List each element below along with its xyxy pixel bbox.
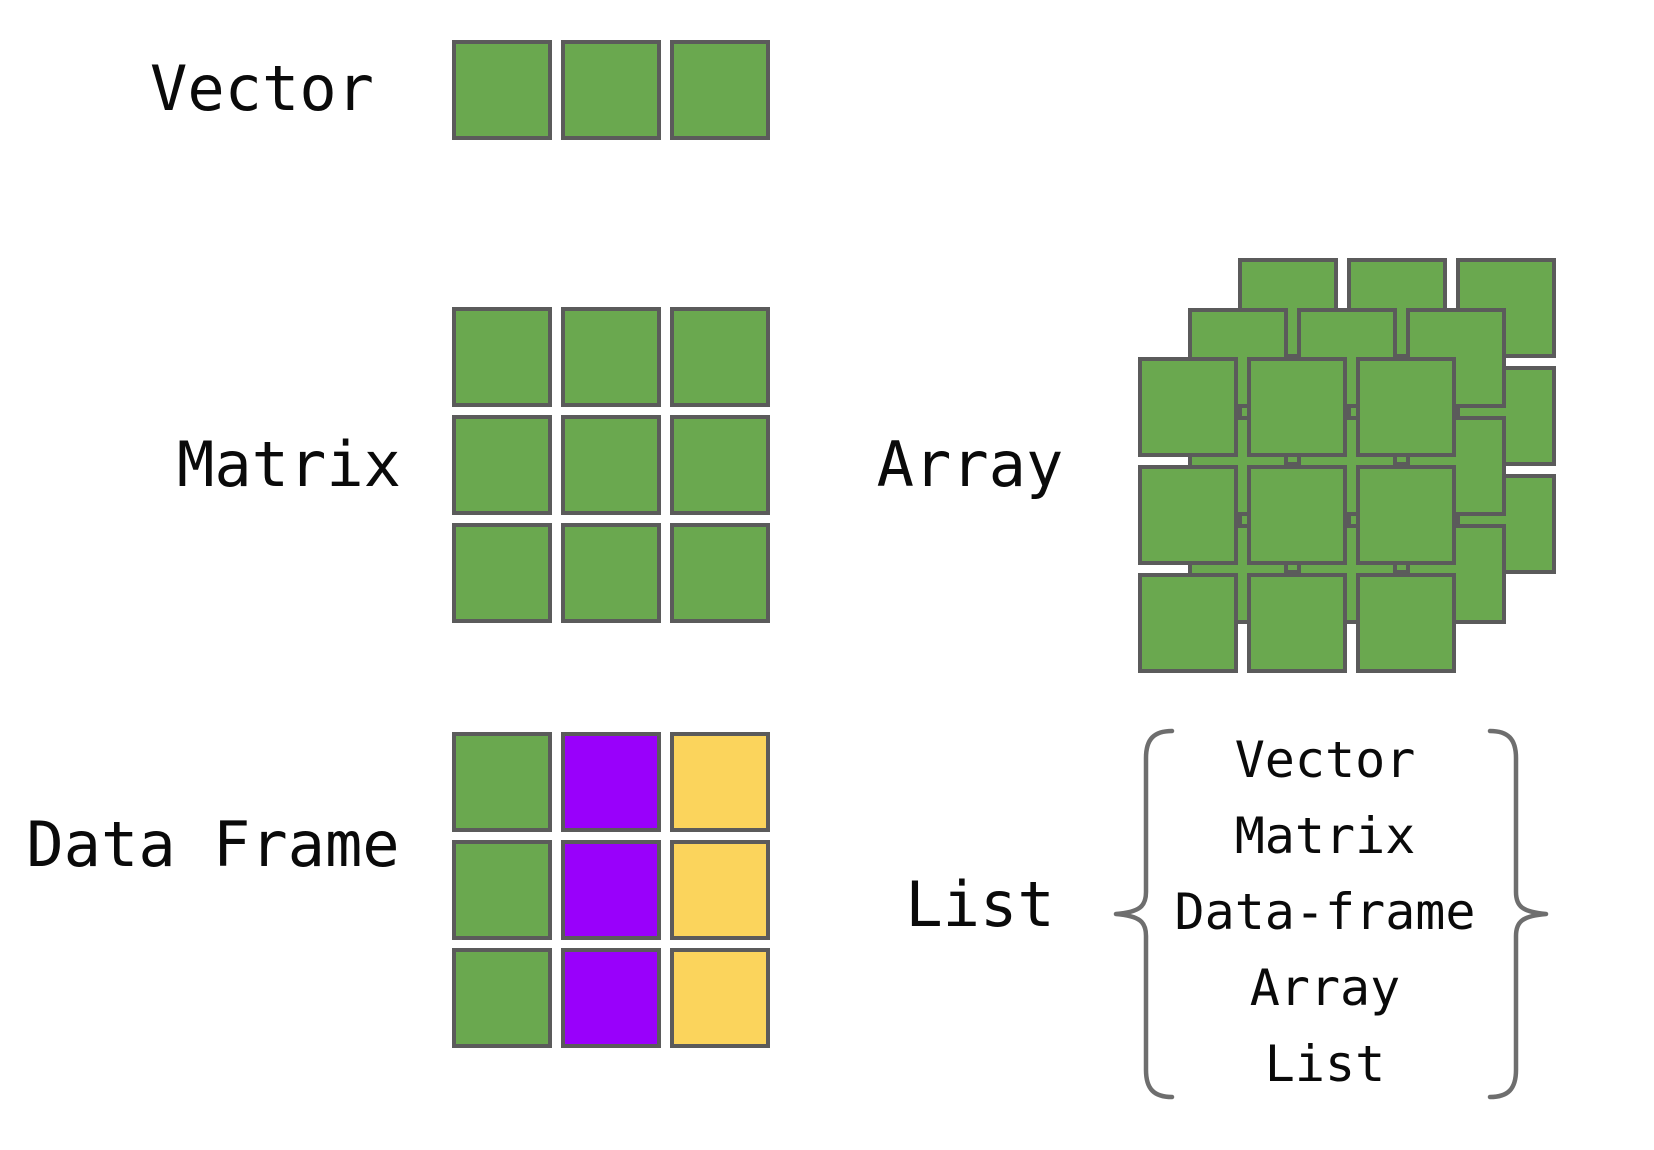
grid-cell (561, 840, 661, 940)
left-curly-brace-icon (1113, 728, 1175, 1100)
grid-cell (561, 948, 661, 1048)
grid-cell (1138, 573, 1238, 673)
grid-cell (670, 40, 770, 140)
list-item: Vector (1234, 731, 1416, 789)
list-item: List (1264, 1035, 1386, 1093)
grid-cell (1356, 357, 1456, 457)
list-items: Vector Matrix Data-frame Array List (1135, 722, 1515, 1102)
grid-cell (561, 307, 661, 407)
matrix-label: Matrix (177, 428, 401, 501)
list-item: Data-frame (1174, 883, 1476, 941)
grid-cell (1247, 465, 1347, 565)
grid-cell (670, 948, 770, 1048)
grid-cell (1356, 573, 1456, 673)
grid-cell (452, 523, 552, 623)
grid-cell (1138, 465, 1238, 565)
vector-grid (452, 40, 770, 140)
list-item: Matrix (1234, 807, 1416, 865)
grid-cell (452, 948, 552, 1048)
grid-cell (1247, 573, 1347, 673)
array-layer-front (1138, 357, 1456, 673)
data-frame-label: Data Frame (26, 808, 400, 881)
grid-cell (561, 732, 661, 832)
grid-cell (670, 307, 770, 407)
grid-cell (452, 307, 552, 407)
grid-cell (452, 40, 552, 140)
vector-label: Vector (150, 52, 374, 125)
data-frame-grid (452, 732, 770, 1048)
grid-cell (561, 523, 661, 623)
grid-cell (1356, 465, 1456, 565)
grid-cell (670, 523, 770, 623)
grid-cell (670, 840, 770, 940)
grid-cell (1138, 357, 1238, 457)
grid-cell (452, 840, 552, 940)
grid-cell (561, 415, 661, 515)
right-curly-brace-icon (1487, 728, 1549, 1100)
grid-cell (452, 415, 552, 515)
grid-cell (670, 415, 770, 515)
list-item: Array (1249, 959, 1401, 1017)
matrix-grid (452, 307, 770, 623)
grid-cell (452, 732, 552, 832)
grid-cell (561, 40, 661, 140)
list-label: List (905, 868, 1055, 941)
grid-cell (670, 732, 770, 832)
array-label: Array (876, 428, 1064, 501)
grid-cell (1247, 357, 1347, 457)
